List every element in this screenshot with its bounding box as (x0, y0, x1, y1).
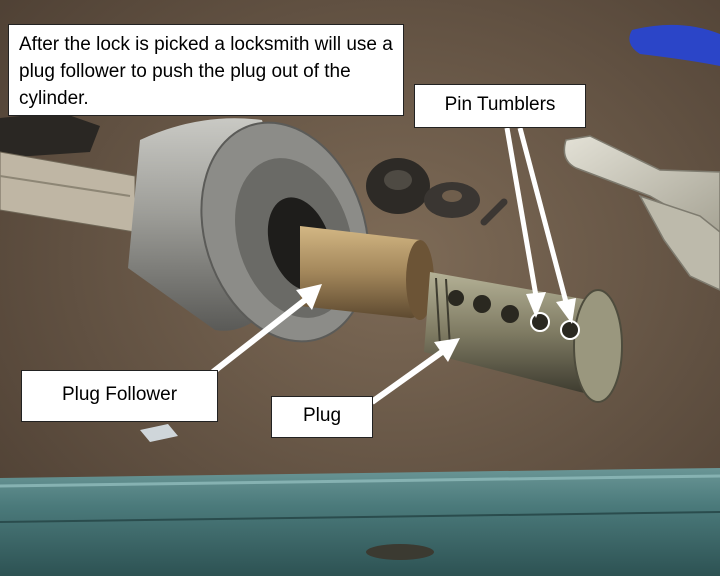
pin-hole (501, 305, 519, 323)
teal-tray (0, 468, 720, 576)
arrow-to-plug (370, 338, 460, 405)
dark-object (0, 112, 100, 158)
pin-hole (560, 320, 580, 340)
key (563, 135, 720, 291)
tool-shaft-groove (0, 175, 131, 197)
washer-parts (366, 158, 508, 226)
debris (140, 424, 178, 442)
arrow-to-plug-follower (211, 284, 322, 375)
pin-tumblers-label: Pin Tumblers (414, 84, 586, 128)
arrow-to-pin-tumblers-2 (517, 127, 576, 324)
pin-hole (473, 295, 491, 313)
plug-follower (300, 226, 434, 320)
plug-label: Plug (271, 396, 373, 438)
intro-caption: After the lock is picked a locksmith wil… (8, 24, 404, 116)
pin-hole (448, 290, 464, 306)
pin-hole (530, 312, 550, 332)
blue-object (629, 24, 720, 66)
arrow-to-pin-tumblers-1 (504, 127, 546, 318)
plug-follower-label: Plug Follower (21, 370, 218, 422)
